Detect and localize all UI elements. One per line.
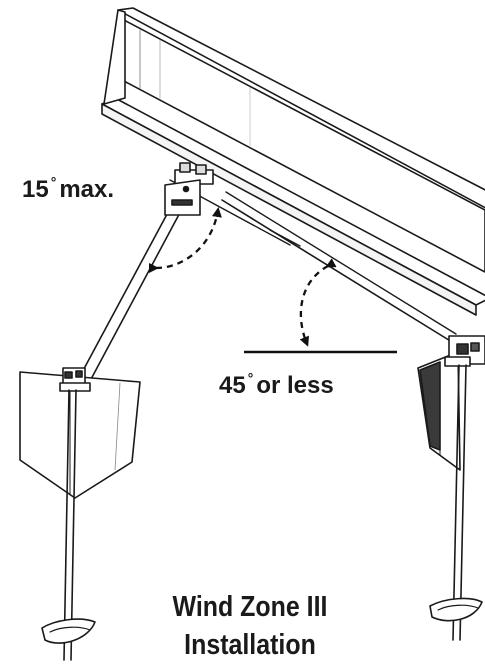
right-strap — [221, 191, 457, 343]
right-anchor-rod — [429, 364, 483, 641]
angle-bottom-value: 45 — [219, 372, 246, 399]
degree-symbol: ° — [247, 370, 254, 386]
i-beam — [101, 7, 485, 316]
angle-label-max: 15°max. — [22, 174, 115, 204]
left-anchor-rod — [41, 389, 96, 661]
degree-symbol: ° — [50, 174, 57, 190]
angle-arrow-bottom — [299, 258, 337, 347]
title-line-1: Wind Zone III — [172, 591, 328, 623]
right-anchor-head — [444, 335, 485, 367]
angle-top-value: 15 — [22, 176, 49, 203]
diagram-title: Wind Zone III Installation — [164, 588, 336, 664]
angle-bottom-suffix: or less — [256, 372, 334, 399]
angle-label-or-less: 45°or less — [219, 370, 334, 400]
title-line-2: Installation — [184, 629, 316, 661]
left-anchor-head — [59, 367, 91, 392]
left-stabilizer-plate — [19, 371, 141, 499]
left-strap — [78, 189, 192, 382]
angle-arrow-top — [148, 207, 222, 274]
right-stabilizer-plate — [417, 351, 461, 471]
beam-clamp — [164, 162, 214, 216]
angle-top-suffix: max. — [59, 176, 115, 203]
